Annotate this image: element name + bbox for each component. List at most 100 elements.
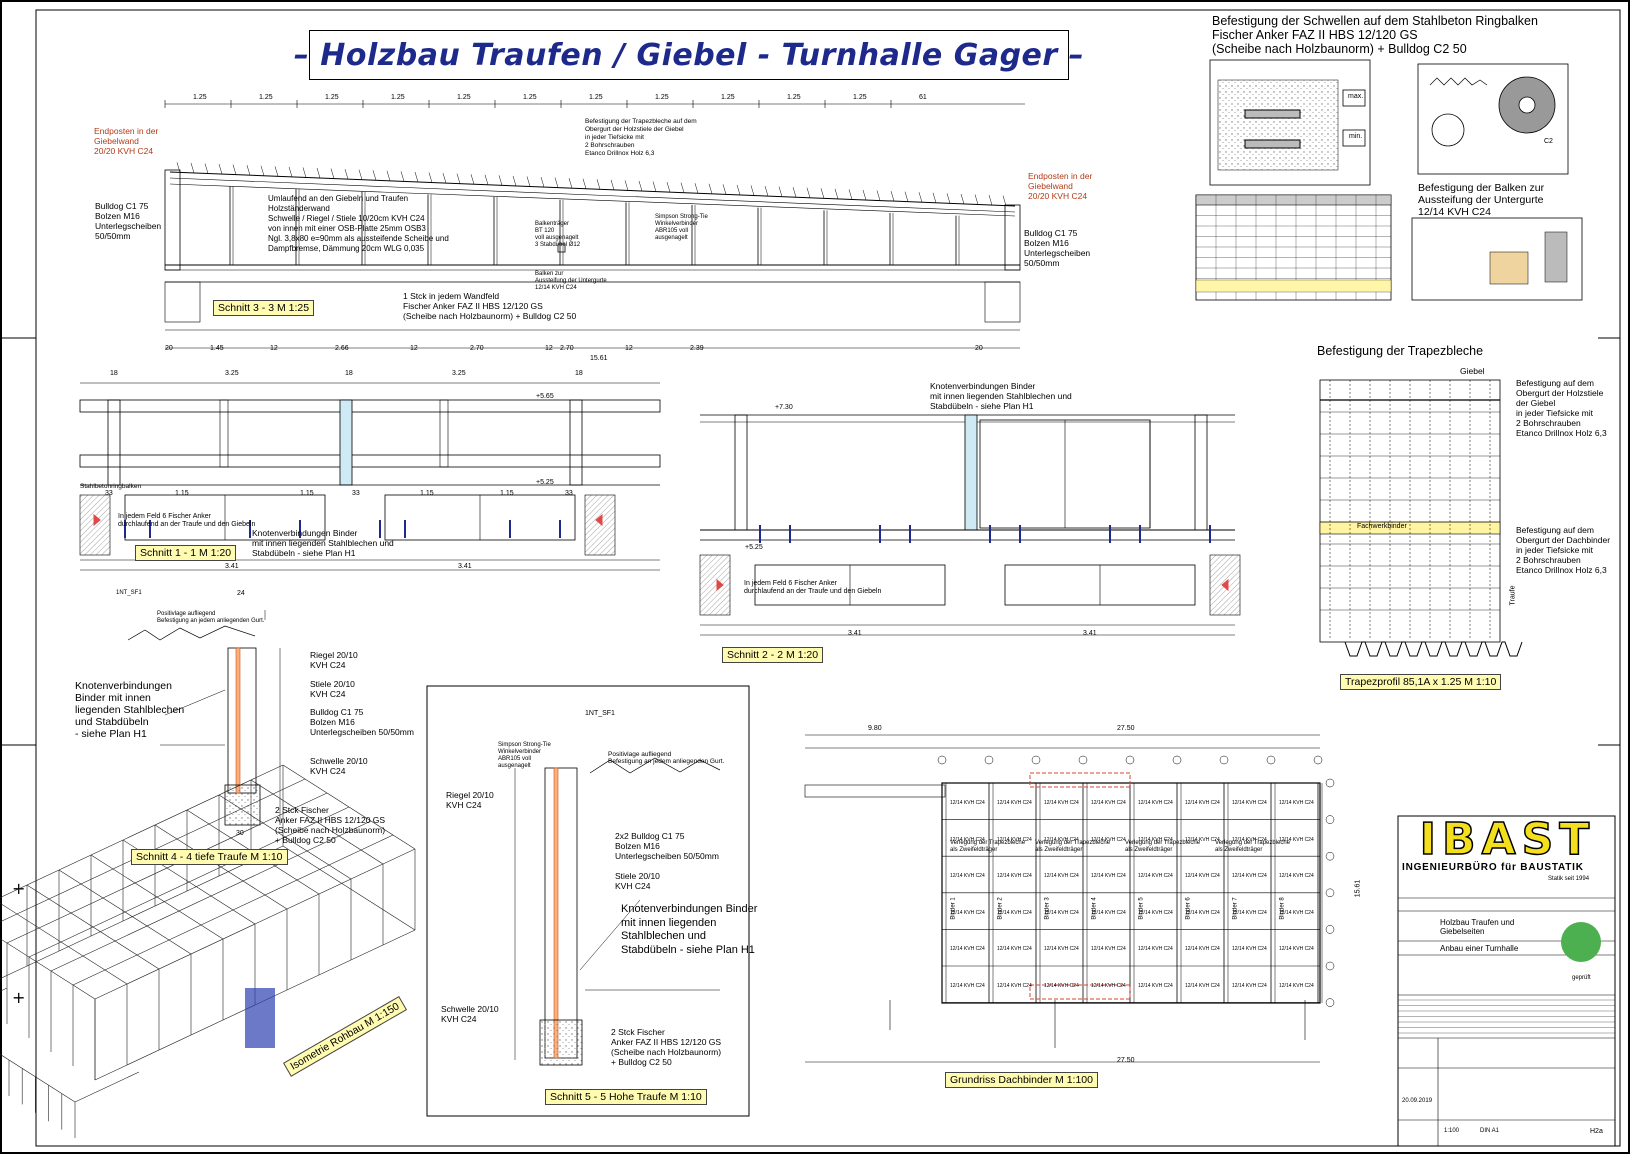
dim-top-label: 1.25 [325, 94, 339, 101]
tb-plan-number: H2a [1590, 1128, 1603, 1135]
section-2-2-label: Schnitt 2 - 2 M 1:20 [722, 647, 824, 663]
grundriss-right-dim: 15.61 [1354, 879, 1362, 898]
beam-label: 12/14 KVH C24 [1044, 800, 1079, 806]
bulldog-right-note: Bulldog C1 75 Bolzen M16 Unterlegscheibe… [1024, 228, 1091, 268]
dim-top-label: 1.25 [457, 94, 471, 101]
roof-fastener [288, 166, 293, 177]
s55-knoten: Knotenverbindungen Binder mit innen lieg… [621, 903, 758, 956]
beam-label: 12/14 KVH C24 [1279, 909, 1314, 916]
roof-fastener [708, 183, 713, 194]
roof-fastener [232, 164, 237, 175]
verlegung-note: Verlegung der Trapezbleche als Zweifeldt… [1125, 840, 1201, 853]
iso-edge [0, 1053, 76, 1103]
roof-fastener [946, 193, 951, 204]
trapez-note-1: Befestigung auf dem Obergurt der Holzsti… [1516, 378, 1607, 438]
section-1-1 [79, 382, 661, 571]
iso-edge [0, 845, 284, 979]
roof-fastener [610, 179, 615, 190]
endpost-right-note: Endposten in der Giebelwand 20/20 KVH C2… [1028, 171, 1093, 201]
roof-fastener [666, 182, 671, 193]
beam-label: 12/14 KVH C24 [1279, 873, 1314, 880]
dim-bottom-label: 12 [270, 345, 278, 352]
dim-bottom-label: 12 [545, 345, 553, 352]
s55-fischer: 2 Stck Fischer Anker FAZ II HBS 12/120 G… [611, 1027, 722, 1067]
beam-label: 12/14 KVH C24 [997, 836, 1032, 843]
tb-sheet-size: DIN A1 [1480, 1128, 1500, 1134]
dim-top-label: 1.25 [259, 94, 273, 101]
dim-bottom-label: 2.39 [690, 345, 704, 352]
dim-top-label: 1.25 [391, 94, 405, 101]
roof-fastener [876, 190, 881, 201]
beam-label: 12/14 KVH C24 [997, 946, 1032, 953]
beam-label: 12/14 KVH C24 [950, 873, 985, 880]
roof-fastener [470, 174, 475, 185]
s11-total-1: 3.41 [225, 563, 239, 570]
roof-fastener [974, 194, 979, 205]
endpost-left-note: Endposten in der Giebelwand 20/20 KVH C2… [94, 126, 159, 156]
beam-label: 12/14 KVH C24 [1279, 983, 1314, 989]
s11-dim: 3.25 [225, 370, 239, 377]
trapez-detail [1319, 379, 1523, 657]
beam-label: 12/14 KVH C24 [950, 983, 985, 989]
roof-fastener [344, 169, 349, 180]
grundriss-left-dim: 9.80 [868, 725, 882, 732]
section-3-3-total: 15.61 [590, 355, 608, 362]
anchor-note: 1 Stck in jedem Wandfeld Fischer Anker F… [403, 291, 577, 321]
schwellen-c2: C2 [1544, 138, 1553, 145]
s44-riegel: Riegel 20/10 KVH C24 [310, 650, 358, 670]
axis-bubble [984, 755, 994, 765]
s44-schwelle: Schwelle 20/10 KVH C24 [310, 756, 368, 776]
balken-note: Balken zur Aussteifung der Untergurte 12… [535, 271, 607, 291]
beam-label: 12/14 KVH C24 [1138, 836, 1173, 843]
beam-label: 12/14 KVH C24 [950, 800, 985, 806]
s22-anchor-note: In jedem Feld 6 Fischer Anker durchlaufe… [744, 580, 882, 595]
verlegung-note: Verlegung der Trapezbleche als Zweifeldt… [1035, 840, 1111, 853]
logo: IBAST [1405, 813, 1610, 866]
s11-dim2: 33 [565, 490, 573, 497]
beam-label: 12/14 KVH C24 [1138, 983, 1173, 989]
table-highlight [1195, 279, 1392, 293]
roof-fastener [792, 187, 797, 198]
dim-bottom-label: 20 [975, 345, 983, 352]
s55-tag: 1NT_SF1 [585, 710, 615, 717]
simpson-note: Simpson Strong-Tie Winkelverbinder ABR10… [655, 214, 708, 241]
roof-fastener [260, 165, 265, 176]
s55-stiele: Stiele 20/10 KVH C24 [615, 871, 660, 891]
schwellen-max: max. [1348, 93, 1364, 100]
dim-bottom-label: 2.70 [470, 345, 484, 352]
schwellen-detail [1195, 59, 1583, 301]
iso-edge [50, 820, 372, 972]
dim-top-label: 1.25 [721, 94, 735, 101]
firm-since: Statik seit 1994 [1548, 876, 1590, 882]
beam-label: 12/14 KVH C24 [997, 983, 1032, 989]
iso-edge [94, 848, 416, 1000]
roof-fastener [568, 178, 573, 189]
roof-fastener [1002, 195, 1007, 206]
trapez-label: Trapezprofil 85,1A x 1.25 M 1:10 [1340, 674, 1502, 690]
beam-label: 12/14 KVH C24 [1232, 836, 1267, 843]
s55-positiv: Positivlage aufliegend Befestigung an je… [608, 751, 725, 765]
schwellen-title: Befestigung der Schwellen auf dem Stahlb… [1212, 14, 1538, 56]
roof-fastener [554, 177, 559, 188]
beam-label: 12/14 KVH C24 [1232, 946, 1267, 953]
beam-label: 12/14 KVH C24 [1091, 836, 1126, 843]
firm-name: INGENIEURBÜRO für BAUSTATIK [1402, 862, 1584, 873]
dim-bottom-label: 2.66 [335, 345, 349, 352]
binder-label: Binder 1 [950, 897, 957, 920]
grundriss-dachbinder [804, 734, 1335, 1063]
roof-fastener [694, 183, 699, 194]
dim-bottom-label: 12 [625, 345, 633, 352]
iso-edge [28, 806, 350, 958]
beam-label: 12/14 KVH C24 [1279, 836, 1314, 843]
binder-label: Binder 7 [1232, 897, 1239, 920]
dim-top-label: 1.25 [787, 94, 801, 101]
dim-bottom-label: 12 [410, 345, 418, 352]
s44-stiele: Stiele 20/10 KVH C24 [310, 679, 355, 699]
dim-bottom-label: 1.45 [210, 345, 224, 352]
iso-edge [72, 834, 394, 986]
inner-frame [35, 9, 1621, 1147]
drawing-title-text: – Holzbau Traufen / Giebel - Turnhalle G… [293, 37, 1085, 73]
beam-label: 12/14 KVH C24 [1044, 909, 1079, 916]
roof-fastener [596, 179, 601, 190]
roof-fastener [302, 167, 307, 178]
